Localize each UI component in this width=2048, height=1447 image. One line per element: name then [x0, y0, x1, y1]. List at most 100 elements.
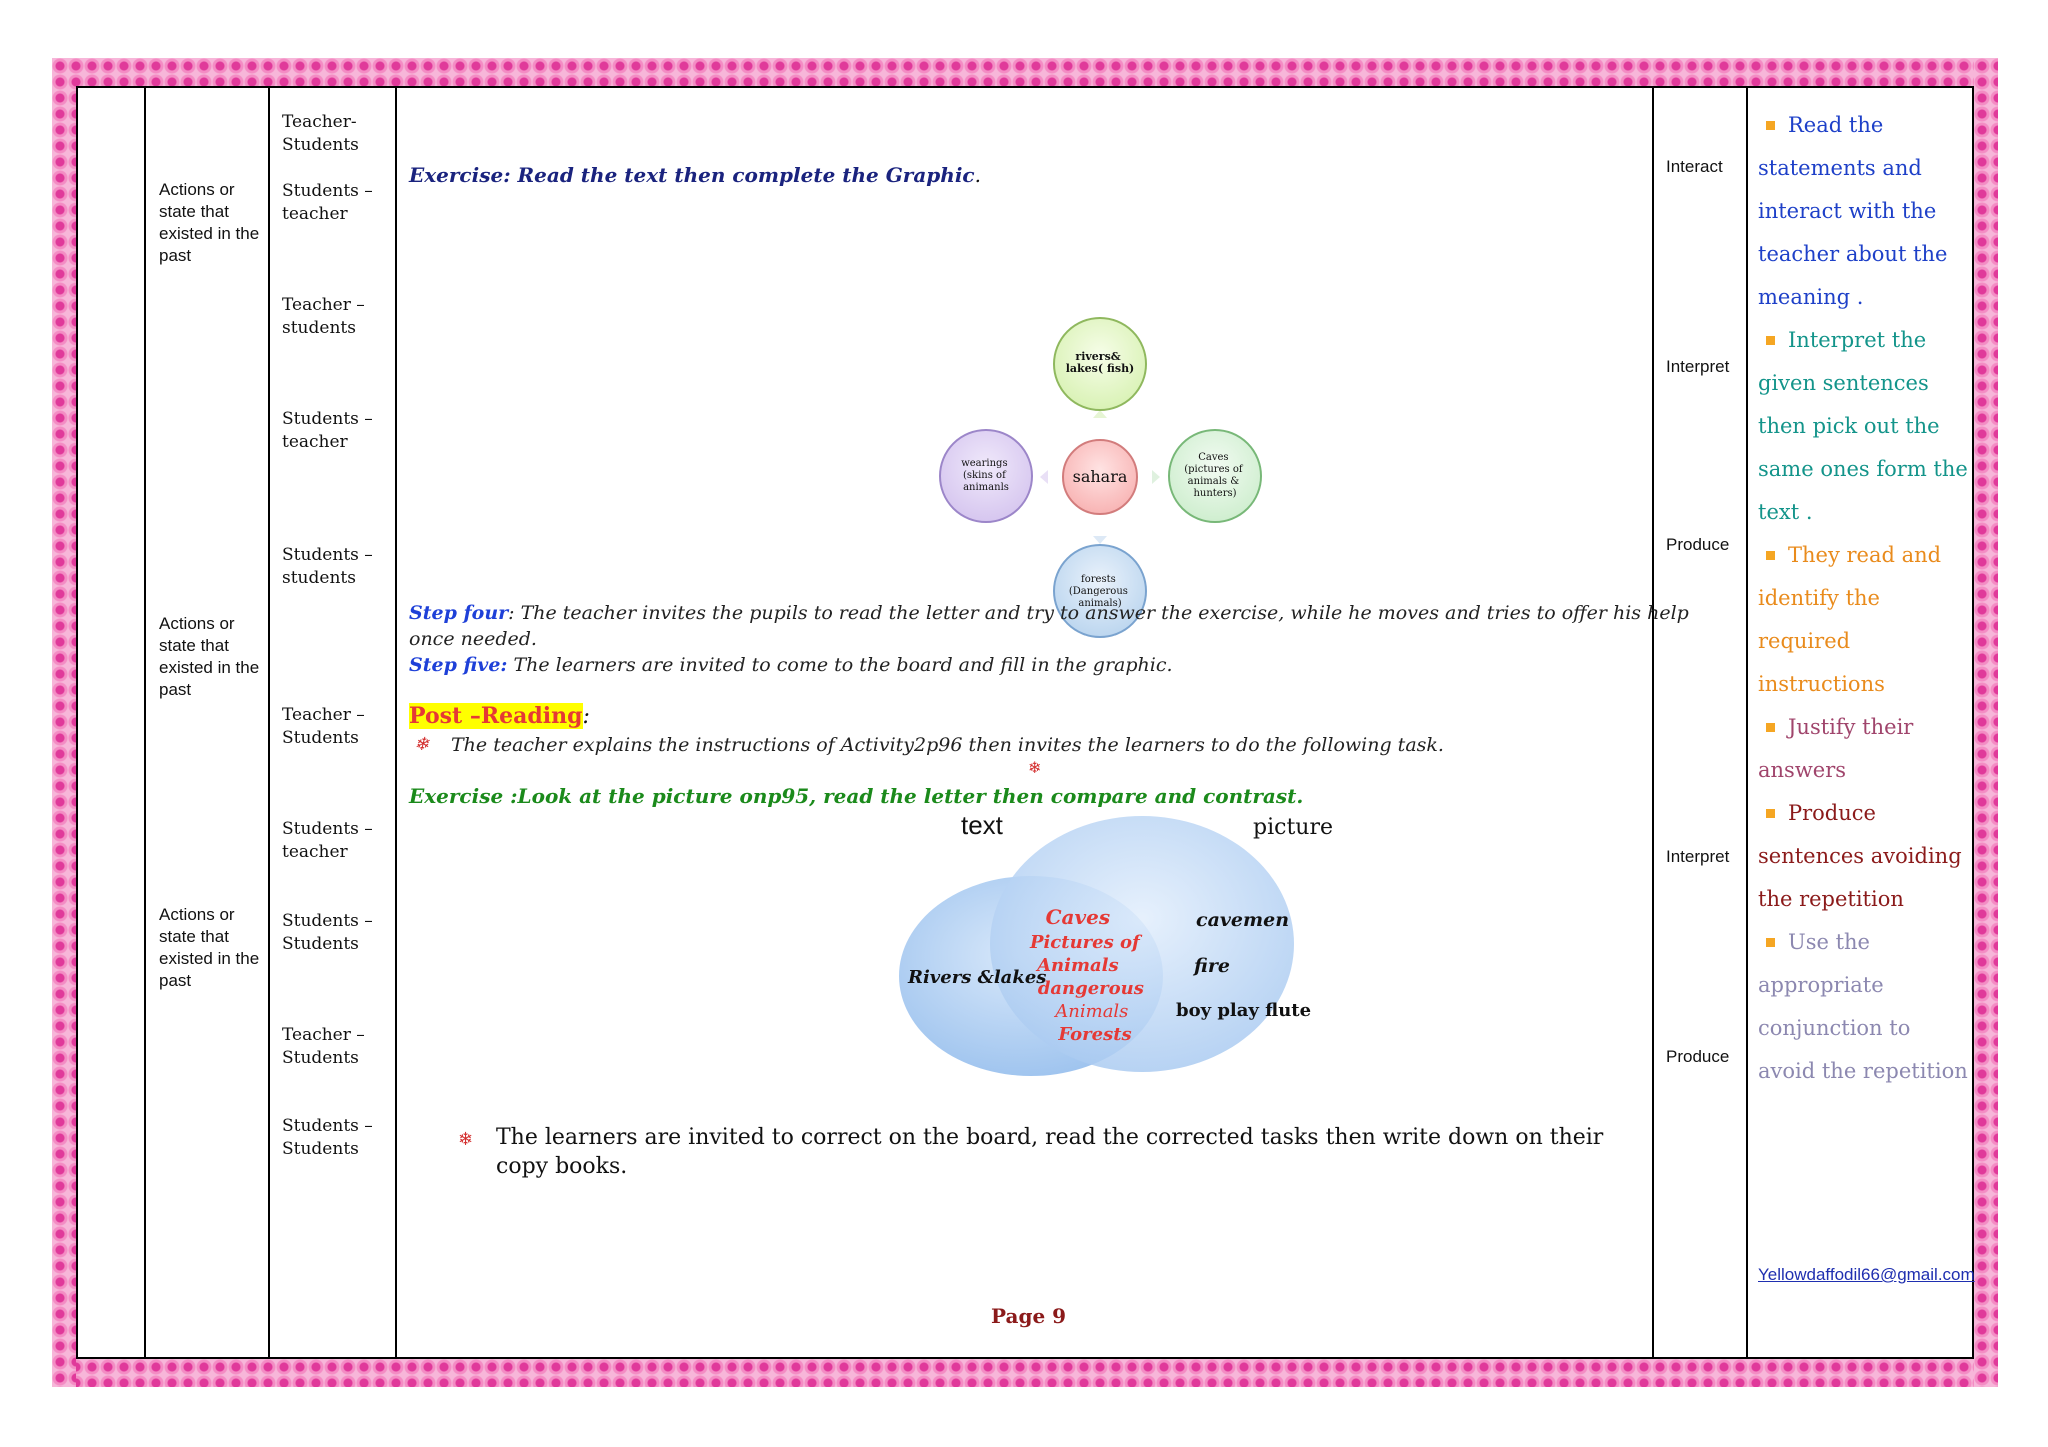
objective-item: Read the statements and interact with th…: [1758, 113, 1948, 309]
interaction-cell-7: Students – teacher: [282, 819, 373, 862]
node-bottom-line2: (Dangerous: [1069, 586, 1128, 597]
node-left-line3: animanls: [963, 482, 1009, 493]
venn-overlap-line1: Caves: [1046, 905, 1110, 929]
interaction-cell-8: Students – Students: [282, 911, 373, 954]
correction-instruction: ❄ The learners are invited to correct on…: [458, 1125, 1604, 1179]
node-bottom-line1: forests: [1081, 574, 1116, 585]
interaction-cell-4: Students – teacher: [282, 409, 373, 452]
node-top: [1053, 317, 1147, 411]
svg-text:wearings (skins of: wearings (skins of animanls: [961, 458, 1011, 493]
node-bottom: [1053, 544, 1147, 638]
svg-text:Caves Pictures of: Caves Pictures of Animals dangerous Anim…: [1029, 905, 1150, 1045]
interaction-cell-5: Students – students: [282, 545, 373, 588]
venn-left-only: Rivers &lakes: [907, 967, 1046, 988]
objective-item: They read and identify the required inst…: [1758, 543, 1942, 696]
node-top-line2: lakes( fish): [1066, 362, 1135, 375]
square-bullet-icon: [1766, 937, 1775, 947]
venn-right-item-3: boy play flute: [1176, 1000, 1311, 1021]
stage-produce-1: Produce: [1666, 535, 1730, 554]
node-right-line2: (pictures of: [1184, 464, 1244, 475]
venn-right-title: picture: [1253, 815, 1333, 840]
page-number: Page 9: [991, 1304, 1067, 1328]
node-bottom-line3: animals): [1078, 598, 1121, 609]
venn-right-item-2: fire: [1192, 955, 1230, 977]
objective-item: Use the appropriate conjunction to avoid…: [1758, 930, 1968, 1083]
interaction-cell-10: Students – Students: [282, 1116, 373, 1159]
stage-produce-2: Produce: [1666, 1047, 1730, 1066]
node-left-line1: wearings: [961, 458, 1007, 469]
node-right-line1: Caves: [1198, 452, 1228, 463]
objective-item: Interpret the given sentences then pick …: [1758, 328, 1968, 524]
node-right: [1168, 429, 1262, 523]
square-bullet-icon: [1766, 335, 1775, 345]
focus-cell-3: Actions or state that existed in the pas…: [159, 905, 260, 990]
snowflake-bullet-icon: ❄: [458, 1129, 474, 1150]
post-reading-heading: Post –Reading:: [409, 703, 590, 729]
venn-diagram: text picture Rivers &lakes Caves Picture…: [899, 810, 1333, 1076]
post-reading-instruction: ❄ The teacher explains the instructions …: [414, 734, 1444, 756]
square-bullet-icon: [1766, 120, 1775, 130]
objectives-list: Read the statements and interact with th…: [1758, 104, 1968, 1093]
exercise-instruction-1: Exercise: Read the text then complete th…: [409, 163, 981, 187]
table-border-right: [1972, 86, 1974, 1359]
author-email-link[interactable]: Yellowdaffodil66@gmail.com: [1758, 1265, 1975, 1284]
column-divider-5: [1746, 86, 1748, 1359]
svg-text:Caves (pictures of: Caves (pictures of animals & hunters): [1184, 452, 1245, 499]
venn-overlap-line6: Forests: [1057, 1024, 1131, 1045]
node-top-line1: rivers&: [1075, 350, 1120, 363]
exercise-instruction-2: Exercise :Look at the picture onp95, rea…: [409, 784, 1304, 808]
stage-interpret-1: Interpret: [1666, 357, 1730, 376]
arrow-down-icon: [1093, 536, 1107, 544]
node-center: [1062, 439, 1138, 515]
venn-overlap-line5: Animals: [1053, 1001, 1128, 1022]
node-left-line2: (skins of: [963, 470, 1007, 481]
svg-text:rivers& lakes( fish): rivers& lakes( fish): [1066, 350, 1135, 375]
table-border-left: [76, 86, 78, 1359]
interaction-cell-9: Teacher – Students: [282, 1025, 365, 1068]
stage-interact-1: Interact: [1666, 157, 1723, 176]
venn-right-item-1: cavemen: [1196, 909, 1289, 931]
column-divider-2: [268, 86, 270, 1359]
snowflake-bullet-icon: ❄: [414, 734, 430, 755]
node-right-line4: hunters): [1193, 488, 1236, 499]
column-divider-1: [144, 86, 146, 1359]
step-four: Step four: The teacher invites the pupil…: [409, 602, 1689, 650]
interaction-cell-3: Teacher – students: [282, 295, 365, 338]
venn-right-circle: [990, 816, 1294, 1072]
graphic-organizer: rivers& lakes( fish) sahara wearings (sk…: [939, 317, 1262, 638]
column-divider-4: [1652, 86, 1654, 1359]
node-left: [939, 429, 1033, 523]
venn-overlap-line3: Animals: [1035, 955, 1119, 976]
venn-overlap-line2: Pictures of: [1029, 932, 1143, 953]
focus-cell-2: Actions or state that existed in the pas…: [159, 614, 260, 699]
decorative-border-left: [52, 58, 76, 1387]
procedure-steps: Step four: The teacher invites the pupil…: [409, 600, 1719, 678]
focus-cell-1: Actions or state that existed in the pas…: [159, 180, 260, 265]
decorative-border-bottom: [52, 1359, 1998, 1387]
table-border-top: [76, 86, 1974, 88]
node-right-line3: animals &: [1188, 476, 1240, 487]
step-five: Step five: The learners are invited to c…: [409, 654, 1173, 676]
interaction-cell-2: Students – teacher: [282, 181, 373, 224]
node-center-label: sahara: [1073, 467, 1128, 486]
decorative-border-top: [52, 58, 1998, 86]
square-bullet-icon: [1766, 722, 1775, 732]
objective-item: Produce sentences avoiding the repetitio…: [1758, 801, 1962, 911]
venn-left-title: text: [961, 810, 1004, 840]
snowflake-icon: ❄: [1028, 758, 1042, 777]
interaction-cell-6: Teacher – Students: [282, 705, 365, 748]
interaction-cell-1: Teacher-Students: [282, 112, 359, 155]
column-divider-3: [395, 86, 397, 1359]
table-border-bottom: [76, 1357, 1974, 1359]
decorative-border-right: [1974, 58, 1998, 1387]
arrow-right-icon: [1152, 470, 1160, 484]
square-bullet-icon: [1766, 550, 1775, 560]
stage-interpret-2: Interpret: [1666, 847, 1730, 866]
arrow-left-icon: [1040, 470, 1048, 484]
lesson-plan-page: Actions or state that existed in the pas…: [76, 86, 1975, 1359]
svg-text:forests (Dangerous: forests (Dangerous animals): [1069, 574, 1131, 609]
square-bullet-icon: [1766, 808, 1775, 818]
venn-overlap-line4: dangerous: [1038, 978, 1144, 999]
arrow-up-icon: [1093, 410, 1107, 418]
objective-item: Justify their answers: [1758, 715, 1914, 782]
